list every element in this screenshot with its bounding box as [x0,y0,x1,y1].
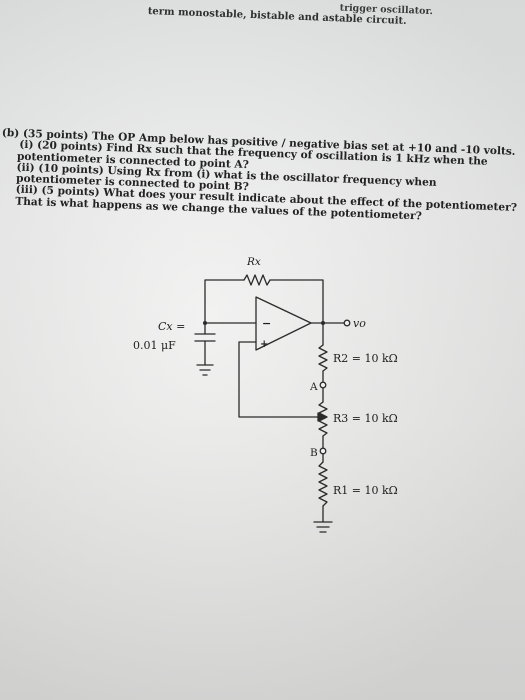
rx-right-wire [269,279,324,324]
node-a-terminal [319,381,327,389]
node-b-label: B [310,447,318,459]
feedback-junction-right [321,321,325,325]
cx-label: Cx = [158,320,185,333]
r3-label: R3 = 10 kΩ [333,412,398,425]
node-a-label: A [309,381,318,393]
r1-label: R1 = 10 kΩ [333,484,398,497]
cx-value: 0.01 μF [133,339,176,352]
feedback-junction-left [203,321,207,325]
r1-resistor [318,461,328,507]
output-terminal [343,319,351,327]
noninverting-input-wire [238,341,319,418]
r2-resistor [318,344,328,372]
plus-sign: + [260,339,268,350]
rx-label: Rx [246,256,261,268]
node-b-terminal [319,447,327,455]
output-label: vo [353,317,366,330]
r3-resistor [318,401,328,437]
minus-sign: − [262,317,271,330]
r2-label: R2 = 10 kΩ [333,352,398,365]
rx-feedback-wire [204,279,245,324]
rx-resistor [243,274,271,286]
